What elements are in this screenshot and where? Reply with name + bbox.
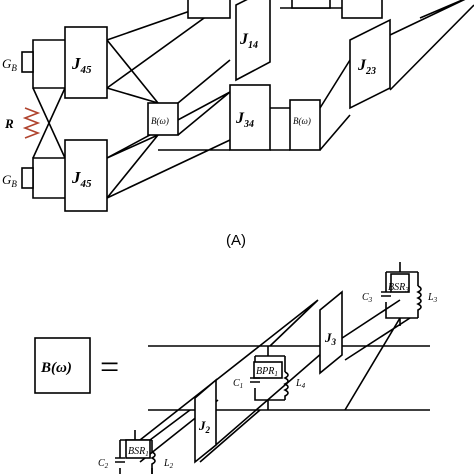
j14-element [235, 0, 271, 82]
figure-a: GB GB R J45 J45 J14 J23 B(ω) [2, 0, 474, 249]
equals-sign: = [100, 349, 119, 386]
b-omega-left-box [147, 102, 179, 136]
figure-a-caption: (A) [226, 232, 246, 249]
j45-top-box [64, 26, 108, 99]
l3-inductor-icon [416, 285, 422, 318]
l4-label: L4 [295, 378, 306, 390]
resistor-r [22, 107, 41, 139]
bsr1-resonator: BSR1 C2 L2 [98, 430, 174, 474]
c3-label: C3 [362, 292, 373, 304]
j23-element [349, 18, 391, 110]
j34-label: J34 [235, 110, 254, 130]
bsr3-label: BSR3 [388, 282, 409, 294]
top-left-partial-box [187, 0, 231, 19]
network-lines [106, 0, 474, 199]
j3-label: J3 [324, 330, 337, 347]
l3-label: L3 [427, 292, 438, 304]
c3-capacitor-icon [381, 291, 391, 297]
j34-box [229, 84, 271, 151]
figure-b: B(ω) = J2 J3 BSR3 C3 L3 BPR1 C1 [34, 262, 438, 474]
top-right-partial-box [341, 0, 383, 19]
b-omega-right-label: B(ω) [293, 116, 311, 126]
j45-bottom-box [64, 139, 108, 212]
j2-label: J2 [198, 418, 211, 435]
gb-bottom-label: GB [2, 172, 17, 189]
top-mid-partial-box [291, 0, 331, 9]
gb-top-label: GB [2, 56, 17, 73]
j23-label: J23 [357, 57, 376, 77]
b-omega-box-label: B(ω) [40, 360, 72, 376]
bpr1-resonator: BPR1 C1 L4 [233, 346, 306, 410]
resistor-label: R [4, 116, 14, 131]
j45-top-label: J45 [71, 54, 92, 76]
l4-inductor-icon [283, 371, 289, 400]
b-omega-box [34, 337, 91, 394]
figure-b-diagonals [139, 299, 411, 463]
j3-element [319, 290, 343, 375]
c1-capacitor-icon [250, 377, 260, 383]
j14-label: J14 [239, 31, 258, 51]
c2-label: C2 [98, 458, 109, 470]
j2-element [194, 378, 217, 464]
cross-coupling-lines [32, 87, 66, 159]
c2-capacitor-icon [115, 457, 125, 463]
b-omega-right-box [289, 99, 321, 151]
bsr1-label: BSR1 [128, 446, 149, 458]
b-omega-left-label: B(ω) [151, 116, 169, 126]
bsr3-resonator: BSR3 C3 L3 [362, 262, 438, 326]
gb-top-source: GB [2, 39, 65, 89]
l2-label: L2 [163, 458, 174, 470]
bpr1-label: BPR1 [256, 366, 278, 378]
j45-bottom-label: J45 [71, 168, 92, 190]
l2-inductor-icon [150, 451, 156, 474]
c1-label: C1 [233, 378, 243, 390]
gb-bottom-source: GB [2, 157, 65, 199]
